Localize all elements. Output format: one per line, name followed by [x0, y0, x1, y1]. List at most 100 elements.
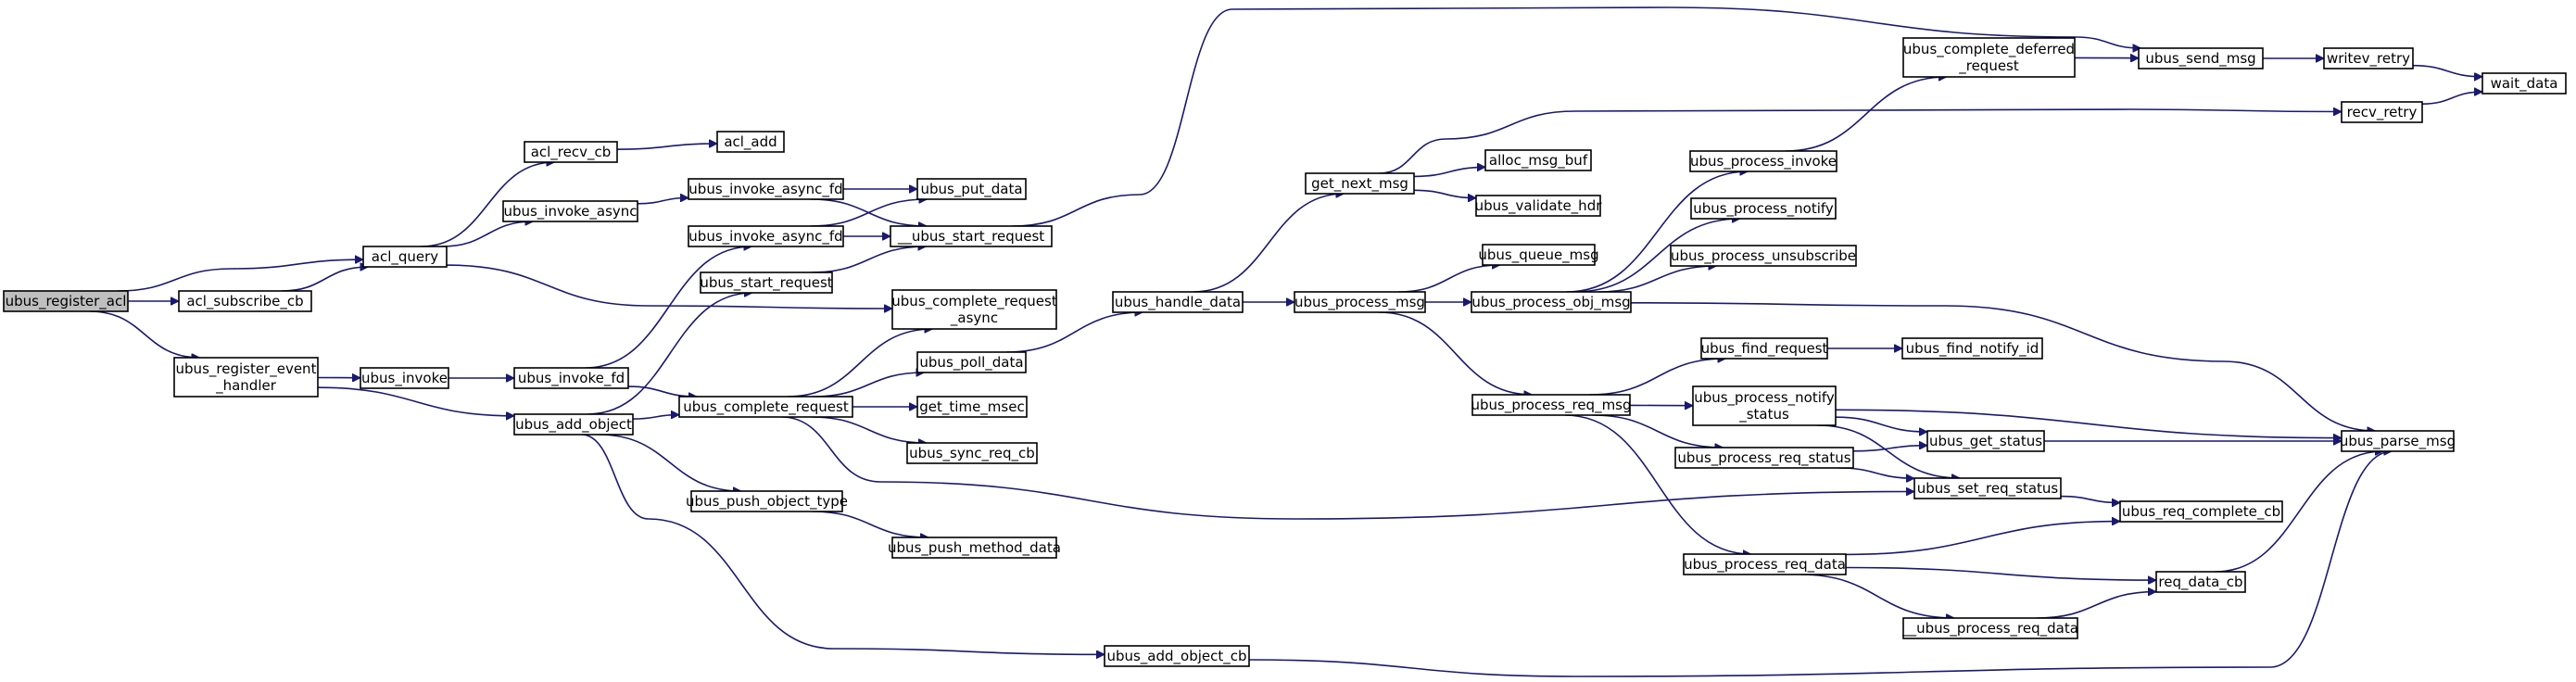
node-ubus-handle-data[interactable]: ubus_handle_data	[1112, 291, 1244, 313]
node-box	[1700, 337, 1828, 360]
node-ubus-validate-hdr[interactable]: ubus_validate_hdr	[1475, 195, 1603, 217]
node-ubus-invoke-async-fd-2[interactable]: ubus_invoke_async_fd	[688, 225, 844, 247]
edge-line	[1248, 451, 2392, 677]
node-ubus-add-object-cb[interactable]: ubus_add_object_cb	[1104, 645, 1250, 667]
edge-get_next_msg-to-alloc_msg_buf	[1413, 167, 1485, 178]
edge-line	[1564, 414, 1751, 554]
edge-line	[317, 386, 514, 416]
node-ubus-push-object-type[interactable]: ubus_push_object_type	[686, 490, 848, 512]
node-ubus-process-obj-msg[interactable]: ubus_process_obj_msg	[1471, 291, 1632, 313]
node-ubus-queue-msg[interactable]: ubus_queue_msg	[1478, 244, 1599, 266]
node-box	[362, 246, 448, 268]
node-ubus-add-object[interactable]: ubus_add_object	[513, 413, 634, 436]
edge-line	[788, 329, 932, 398]
edge-line	[1006, 312, 1143, 353]
node-writev-retry[interactable]: writev_retry	[2323, 47, 2414, 69]
node-label: acl_subscribe_cb	[186, 293, 303, 310]
node---ubus-start-request[interactable]: __ubus_start_request	[890, 225, 1053, 247]
node-ubus-send-msg[interactable]: ubus_send_msg	[2138, 47, 2264, 69]
edge-req_data_cb-to-ubus_parse_msg	[2215, 451, 2383, 573]
node-ubus-push-method-data[interactable]: ubus_push_method_data	[888, 537, 1061, 559]
edge-ubus_invoke_async-to-ubus_invoke_async_fd_1	[637, 198, 688, 205]
node-box	[891, 537, 1057, 559]
node-label: ubus_invoke_fd	[518, 370, 625, 387]
edge-line	[1800, 574, 1954, 618]
node-ubus-get-status[interactable]: ubus_get_status	[1926, 430, 2045, 452]
node-ubus-invoke[interactable]: ubus_invoke	[360, 367, 449, 389]
node-acl-recv-cb[interactable]: acl_recv_cb	[524, 141, 618, 163]
node-recv-retry[interactable]: recv_retry	[2341, 101, 2423, 123]
node-label: ubus_find_request	[1701, 340, 1828, 358]
node-box	[916, 178, 1027, 200]
node-alloc-msg-buf[interactable]: alloc_msg_buf	[1484, 149, 1592, 171]
node-acl-query[interactable]: acl_query	[362, 246, 448, 268]
node-ubus-parse-msg[interactable]: ubus_parse_msg	[2340, 430, 2456, 452]
node-ubus-poll-data[interactable]: ubus_poll_data	[916, 351, 1027, 373]
edge-line	[1589, 359, 1726, 396]
edge-__ubus_process_req_data-to-req_data_cb	[2036, 592, 2156, 619]
node-ubus-find-notify-id[interactable]: ubus_find_notify_id	[1901, 337, 2043, 360]
node-ubus-register-acl[interactable]: ubus_register_acl	[3, 290, 129, 312]
node-acl-add[interactable]: acl_add	[716, 131, 785, 153]
edge-line	[421, 162, 554, 247]
node-ubus-process-notify-status[interactable]: ubus_process_notify_status	[1692, 385, 1837, 426]
edge-line	[1816, 424, 1960, 478]
node-label: ubus_process_obj_msg	[1471, 294, 1630, 311]
node-box	[1294, 291, 1426, 313]
node-box	[688, 178, 844, 200]
edge-line	[616, 144, 717, 150]
node-ubus-process-req-data[interactable]: ubus_process_req_data	[1683, 553, 1847, 575]
node-get-next-msg[interactable]: get_next_msg	[1305, 172, 1415, 195]
node-box	[513, 413, 634, 436]
node-ubus-put-data[interactable]: ubus_put_data	[916, 178, 1027, 200]
node-acl-subscribe-cb[interactable]: acl_subscribe_cb	[178, 290, 312, 312]
node-ubus-invoke-async-fd-1[interactable]: ubus_invoke_async_fd	[688, 178, 844, 200]
node-ubus-process-invoke[interactable]: ubus_process_invoke	[1689, 150, 1837, 172]
edge-ubus_add_object-to-ubus_push_object_type	[599, 434, 741, 491]
node-ubus-set-req-status[interactable]: ubus_set_req_status	[1913, 477, 2062, 499]
edge-ubus_process_obj_msg-to-ubus_process_invoke	[1566, 171, 1749, 293]
node-ubus-start-request[interactable]: ubus_start_request	[700, 272, 833, 294]
edges-layer	[90, 6, 2482, 677]
node-ubus-invoke-async[interactable]: ubus_invoke_async	[502, 200, 638, 222]
edge-ubus_complete_request-to-ubus_complete_request_async	[788, 329, 932, 398]
node-box	[524, 141, 618, 163]
node-ubus-sync-req-cb[interactable]: ubus_sync_req_cb	[906, 442, 1038, 464]
node-ubus-register-event-handler[interactable]: ubus_register_event_handler	[173, 357, 319, 398]
node-ubus-process-req-status[interactable]: ubus_process_req_status	[1674, 447, 1854, 469]
edge-line	[2060, 495, 2120, 503]
node-box	[1689, 150, 1837, 172]
node-ubus-complete-deferred-request[interactable]: ubus_complete_deferred_request	[1902, 37, 2076, 78]
edge-acl_query-to-acl_recv_cb	[421, 162, 554, 247]
node-label: ubus_start_request	[700, 274, 832, 292]
edge-line	[90, 310, 200, 358]
node-ubus-process-unsubscribe[interactable]: ubus_process_unsubscribe	[1670, 245, 1857, 267]
edge-line	[813, 373, 924, 398]
node-ubus-process-notify[interactable]: ubus_process_notify	[1690, 197, 1837, 220]
node-wait-data[interactable]: wait_data	[2481, 72, 2567, 95]
node-ubus-req-complete-cb[interactable]: ubus_req_complete_cb	[2119, 500, 2283, 523]
edge-ubus_invoke_async_fd_2-to-ubus_put_data	[810, 199, 927, 227]
node-box	[1692, 385, 1837, 426]
node-ubus-complete-request[interactable]: ubus_complete_request	[678, 396, 853, 418]
node-ubus-find-request[interactable]: ubus_find_request	[1700, 337, 1828, 360]
node-box	[2481, 72, 2567, 95]
node---ubus-process-req-data[interactable]: __ubus_process_req_data	[1901, 617, 2078, 639]
node-box	[2341, 430, 2455, 452]
edge-acl_query-to-ubus_invoke_async	[442, 221, 533, 247]
node-label: ubus_add_object_cb	[1106, 648, 1246, 665]
node-ubus-process-req-msg[interactable]: ubus_process_req_msg	[1471, 394, 1632, 416]
node-ubus-invoke-fd[interactable]: ubus_invoke_fd	[513, 367, 629, 389]
node-ubus-process-msg[interactable]: ubus_process_msg	[1294, 291, 1426, 313]
edge-ubus_process_req_data-to-ubus_req_complete_cb	[1845, 522, 2120, 556]
node-box	[906, 442, 1038, 464]
edge-line	[2421, 92, 2482, 105]
node-label: __ubus_process_req_data	[1901, 620, 2078, 638]
node-ubus-complete-request-async[interactable]: ubus_complete_request_async	[891, 289, 1057, 330]
nodes-layer: ubus_register_acl acl_subscribe_cb ubus_re…	[3, 37, 2567, 667]
node-get-time-msec[interactable]: get_time_msec	[916, 396, 1028, 418]
edge-line	[585, 246, 752, 369]
node-label: ubus_send_msg	[2145, 50, 2255, 68]
node-req-data-cb[interactable]: req_data_cb	[2155, 571, 2246, 593]
edge-ubus_process_notify_status-to-ubus_parse_msg	[1835, 409, 2342, 437]
